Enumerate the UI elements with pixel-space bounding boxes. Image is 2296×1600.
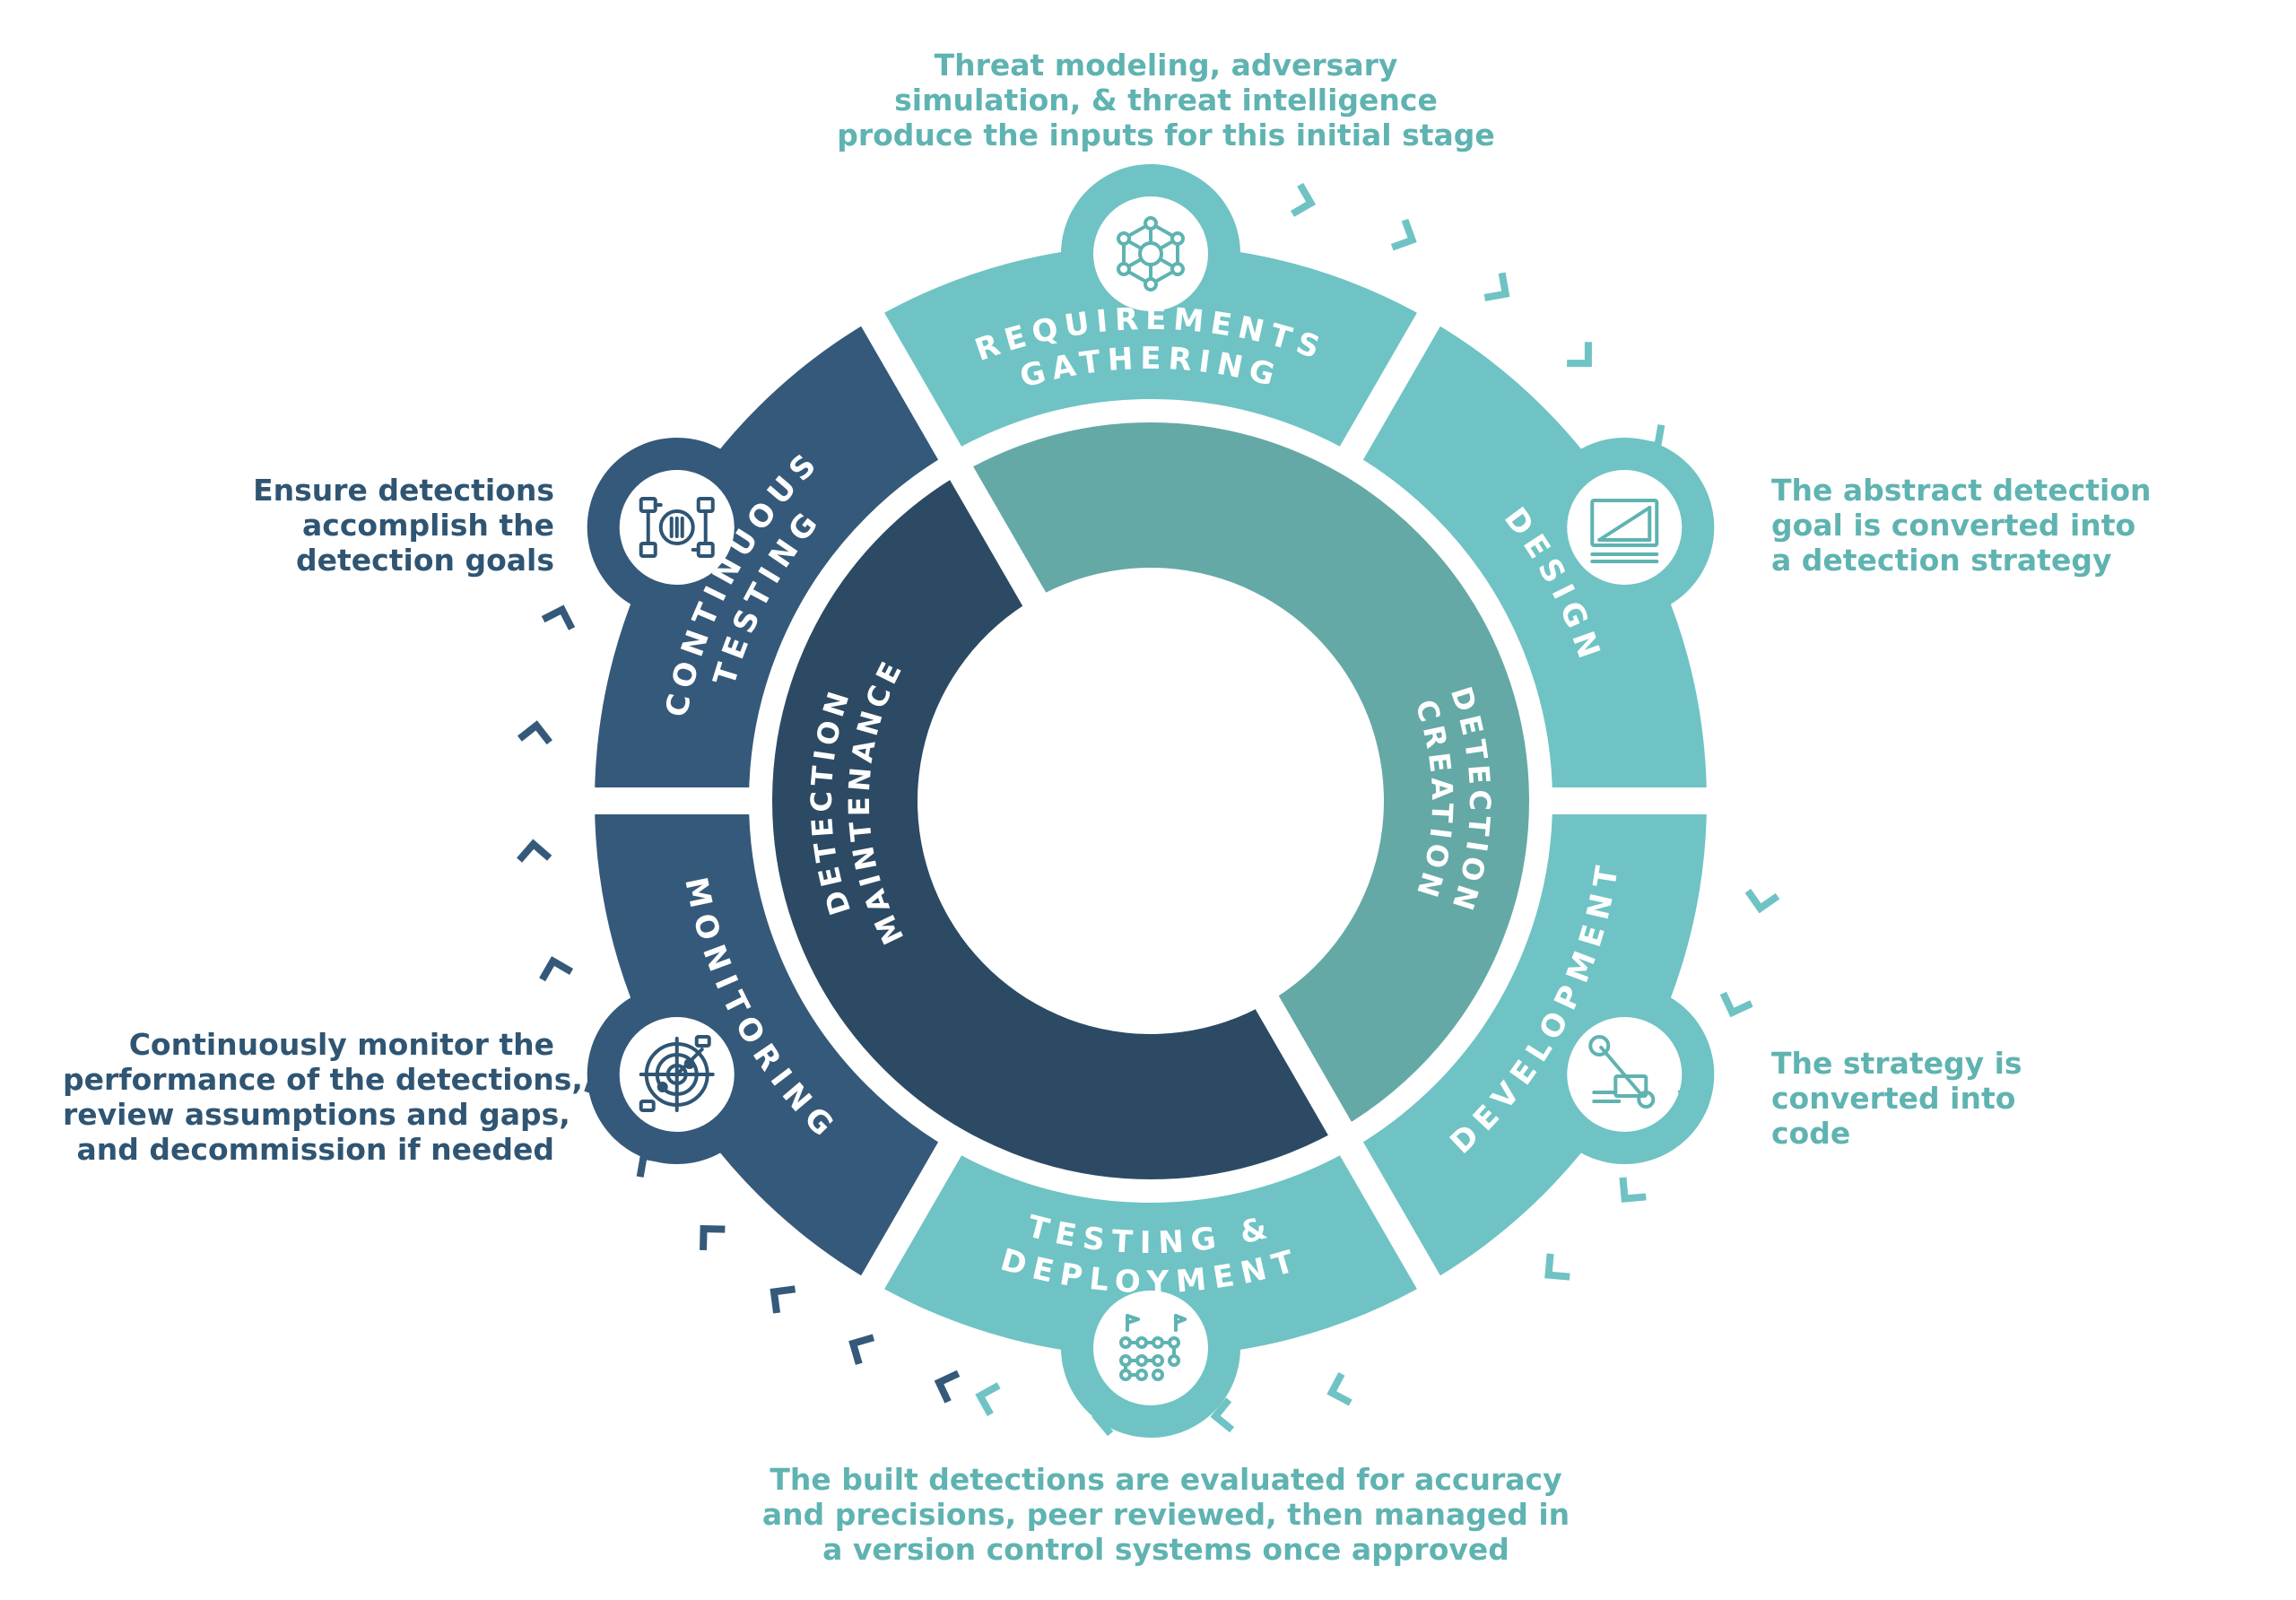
chevron-right-icon <box>700 1225 726 1251</box>
segment-gap <box>859 1132 968 1292</box>
detection-creation-ring <box>955 411 1541 1139</box>
testing-bubble <box>1061 1258 1240 1438</box>
chevron-right-icon <box>1390 218 1417 251</box>
description-line: a detection strategy <box>1771 543 2112 578</box>
segment-gaps <box>591 309 1710 1292</box>
description-line: converted into <box>1771 1081 2016 1116</box>
inner-ring <box>749 399 1552 1203</box>
requirements-segment <box>873 244 1429 464</box>
description-line: review assumptions and gaps, <box>63 1097 570 1132</box>
flow-flags-icon <box>1119 1314 1187 1381</box>
chevron-right-icon <box>1544 1253 1570 1281</box>
chevron-right-icon <box>1567 342 1592 368</box>
chevron-right-icon <box>1091 1401 1116 1437</box>
inner-ring-gap <box>1254 993 1358 1146</box>
development-description: The strategy is converted into code <box>1771 1046 2148 1151</box>
chevron-right-icon <box>1483 272 1510 301</box>
design-bubble <box>1535 438 1715 617</box>
chevron-right-icon <box>539 956 574 982</box>
continuous-testing-description: Ensure detections accomplish the detecti… <box>151 473 554 578</box>
description-line: simulation, & threat intelligence <box>894 83 1438 117</box>
description-line: Continuously monitor the <box>128 1027 554 1062</box>
chevron-right-icon <box>1636 424 1665 450</box>
testing-segment <box>873 1138 1429 1357</box>
chevron-right-icon <box>584 1067 616 1094</box>
monitoring-segment <box>595 801 956 1283</box>
description-line: and precisions, peer reviewed, then mana… <box>761 1497 1570 1532</box>
description-line: goal is converted into <box>1771 508 2136 543</box>
blueprint-ruler-icon <box>1590 499 1659 563</box>
description-line: performance of the detections, <box>63 1062 583 1097</box>
description-line: and decommission if needed <box>76 1132 554 1167</box>
description-line: Ensure detections <box>253 473 554 508</box>
continuous-bubble <box>587 438 767 617</box>
development-bubble <box>1535 985 1715 1164</box>
design-description: The abstract detection goal is converted… <box>1771 473 2238 578</box>
continuous-segment <box>595 319 956 802</box>
inner-ring-gap <box>944 456 1048 609</box>
segment-gap <box>1334 309 1442 470</box>
chevron-right-icon <box>636 1152 665 1178</box>
chevron-right-icon <box>517 720 552 745</box>
direction-chevrons <box>517 182 1780 1437</box>
monitoring-bubble <box>587 985 767 1164</box>
chevron-right-icon <box>1290 182 1317 217</box>
outer-segments <box>595 244 1707 1357</box>
network-node-icon <box>1117 216 1185 291</box>
description-line: The strategy is <box>1771 1046 2022 1081</box>
description-line: a version control systems once approved <box>822 1532 1509 1567</box>
description-line: Threat modeling, adversary <box>934 48 1398 83</box>
chevron-right-icon <box>934 1370 961 1404</box>
wrench-hand-icon <box>1588 1035 1656 1109</box>
sliders-icon <box>639 497 715 558</box>
description-line: code <box>1771 1116 1851 1151</box>
detection-maintenance-ring <box>760 463 1346 1191</box>
design-icon-background <box>1567 470 1683 585</box>
monitoring-description: Continuously monitor the performance of … <box>63 1027 583 1167</box>
description-line: The abstract detection <box>1771 473 2152 508</box>
requirements-bubble <box>1061 164 1240 343</box>
chevron-right-icon <box>848 1334 875 1365</box>
icon-bubbles <box>587 164 1715 1438</box>
chevron-right-icon <box>541 604 576 630</box>
chevron-right-icon <box>1677 1088 1709 1115</box>
chevron-right-icon <box>975 1382 1001 1417</box>
chevron-right-icon <box>1326 1371 1352 1406</box>
description-line: produce the inputs for this initial stag… <box>837 117 1495 152</box>
requirements-description: Threat modeling, adversary simulation, &… <box>744 48 1587 152</box>
testing-icon-background <box>1093 1291 1208 1405</box>
description-line: The built detections are evaluated for a… <box>770 1462 1562 1497</box>
description-line: detection goals <box>296 543 554 578</box>
chevron-right-icon <box>1619 1177 1647 1203</box>
chevron-right-icon <box>517 839 552 863</box>
development-segment <box>1345 801 1707 1283</box>
segment-gap <box>859 309 968 470</box>
design-segment <box>1345 319 1707 802</box>
radar-icon <box>639 1035 715 1112</box>
chevron-right-icon <box>770 1285 796 1314</box>
chevron-right-icon <box>1744 889 1780 914</box>
chevron-right-icon <box>1719 991 1753 1018</box>
description-line: accomplish the <box>302 508 554 543</box>
testing-description: The built detections are evaluated for a… <box>700 1462 1632 1567</box>
chevron-right-icon <box>1210 1397 1235 1433</box>
segment-gap <box>1334 1132 1442 1292</box>
